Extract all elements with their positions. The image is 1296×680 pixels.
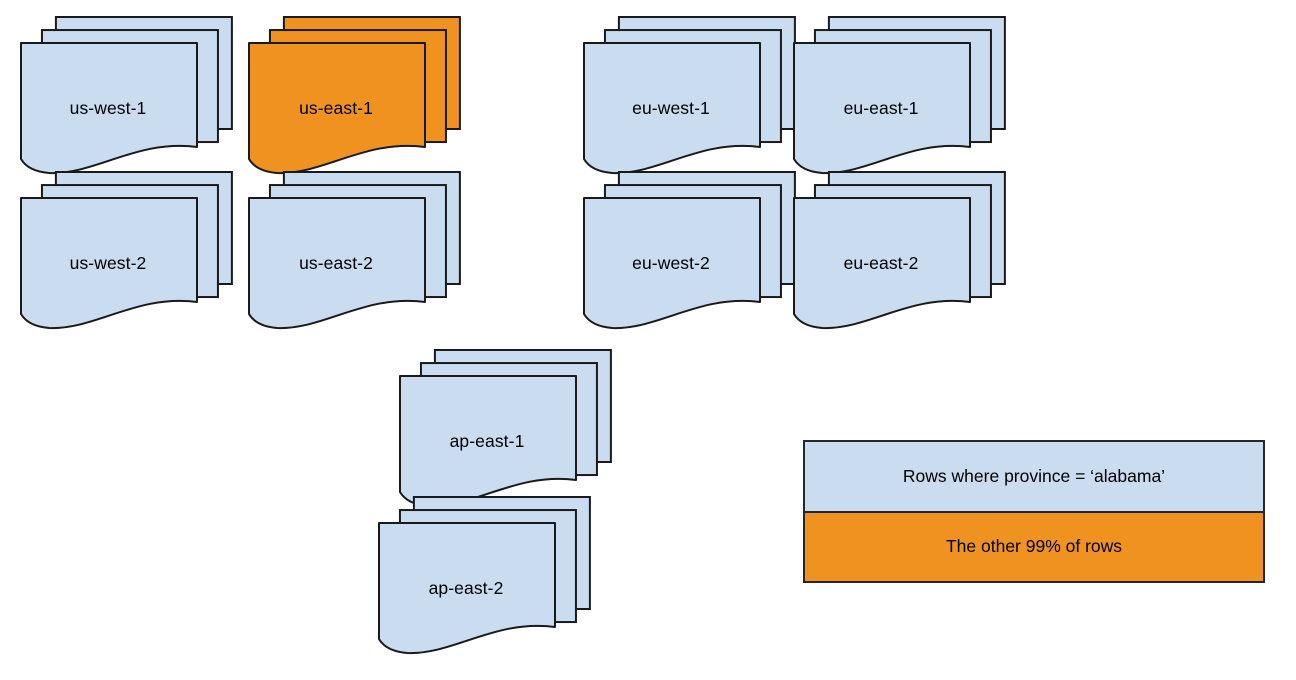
stack-sheet-front: [583, 197, 761, 330]
region-stack-us-east-2[interactable]: us-east-2: [248, 171, 461, 332]
stack-sheet-front: [583, 42, 761, 175]
stack-shape-eu-east-2: [793, 171, 1006, 330]
stack-sheet-front: [248, 42, 426, 175]
stack-shape-eu-east-1: [793, 16, 1006, 175]
region-stack-ap-east-1[interactable]: ap-east-1: [399, 349, 612, 510]
stack-shape-eu-west-1: [583, 16, 796, 175]
stack-sheet-front: [378, 522, 556, 655]
region-stack-eu-west-2[interactable]: eu-west-2: [583, 171, 796, 332]
legend-row-other-rows: The other 99% of rows: [805, 512, 1263, 581]
legend: Rows where province = ‘alabama’ The othe…: [803, 440, 1265, 583]
region-stack-us-west-1[interactable]: us-west-1: [20, 16, 233, 177]
stack-shape-us-west-2: [20, 171, 233, 330]
region-stack-eu-east-2[interactable]: eu-east-2: [793, 171, 1006, 332]
region-stack-eu-west-1[interactable]: eu-west-1: [583, 16, 796, 177]
stack-shape-ap-east-1: [399, 349, 612, 508]
stack-sheet-front: [399, 375, 577, 508]
region-stack-us-east-1[interactable]: us-east-1: [248, 16, 461, 177]
stack-sheet-front: [20, 42, 198, 175]
stack-sheet-front: [248, 197, 426, 330]
stack-sheet-front: [20, 197, 198, 330]
stack-sheet-front: [793, 197, 971, 330]
stack-shape-eu-west-2: [583, 171, 796, 330]
legend-row-alabama: Rows where province = ‘alabama’: [805, 442, 1263, 513]
region-stack-ap-east-2[interactable]: ap-east-2: [378, 496, 591, 657]
legend-label-other-rows: The other 99% of rows: [945, 536, 1123, 557]
legend-label-alabama: Rows where province = ‘alabama’: [902, 465, 1166, 486]
stack-shape-ap-east-2: [378, 496, 591, 655]
region-stack-us-west-2[interactable]: us-west-2: [20, 171, 233, 332]
region-stack-eu-east-1[interactable]: eu-east-1: [793, 16, 1006, 177]
stack-shape-us-east-2: [248, 171, 461, 330]
stack-shape-us-west-1: [20, 16, 233, 175]
stack-sheet-front: [793, 42, 971, 175]
stack-shape-us-east-1: [248, 16, 461, 175]
